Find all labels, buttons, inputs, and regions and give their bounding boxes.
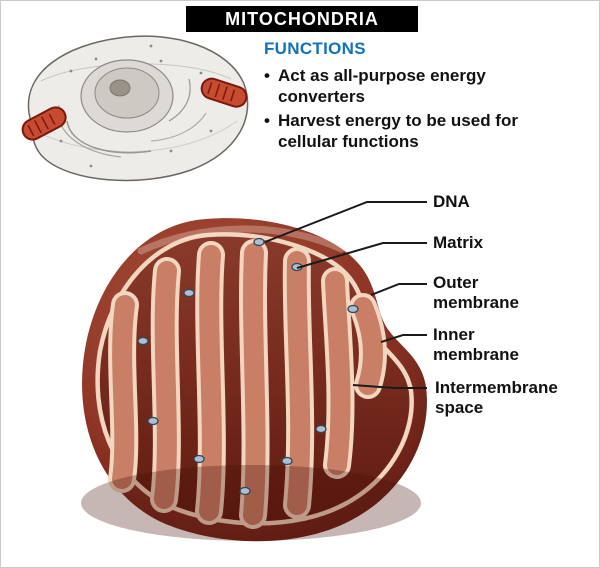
leader-lines bbox=[264, 201, 427, 389]
functions-heading: FUNCTIONS bbox=[264, 39, 366, 58]
cell-mitochondrion-left bbox=[21, 106, 67, 141]
label-dna: DNA bbox=[433, 192, 470, 211]
matrix-shading bbox=[81, 465, 421, 541]
bullet-marker: • bbox=[264, 111, 270, 130]
mitochondrion-illustration bbox=[81, 218, 427, 542]
leader-line-inner-membrane bbox=[380, 334, 427, 343]
label-inner-membrane: Inner membrane bbox=[433, 325, 519, 364]
functions-section: FUNCTIONS • Act as all-purpose energy co… bbox=[264, 39, 584, 155]
label-outer-membrane: Outer membrane bbox=[433, 273, 519, 312]
leader-line-matrix bbox=[296, 242, 427, 269]
function-item: • Harvest energy to be used for cellular… bbox=[264, 110, 584, 152]
dna-nucleoid-dots bbox=[137, 237, 359, 496]
cell-mitochondrion-right bbox=[200, 77, 248, 108]
bullet-marker: • bbox=[264, 66, 270, 85]
leader-line-intermembrane-space bbox=[352, 384, 427, 389]
membrane-highlight bbox=[137, 225, 345, 255]
leader-line-outer-membrane bbox=[370, 283, 427, 296]
cell-illustration bbox=[21, 35, 249, 182]
label-matrix: Matrix bbox=[433, 233, 484, 252]
page-title: MITOCHONDRIA bbox=[225, 9, 379, 29]
label-intermembrane-space: Intermembrane space bbox=[435, 378, 558, 417]
function-item: • Act as all-purpose energy converters bbox=[264, 65, 584, 107]
function-item-text: Act as all-purpose energy converters bbox=[278, 66, 486, 106]
title-bar: MITOCHONDRIA bbox=[186, 6, 418, 32]
leader-line-dna bbox=[264, 201, 427, 243]
cristae-folds bbox=[112, 243, 384, 525]
function-item-text: Harvest energy to be used for cellular f… bbox=[278, 111, 518, 151]
